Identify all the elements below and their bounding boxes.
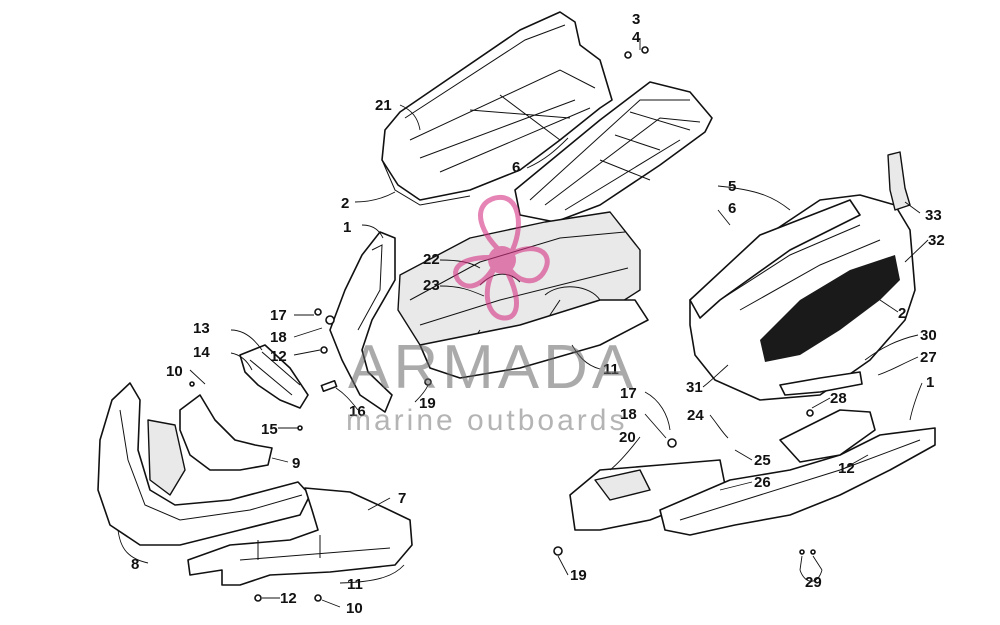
watermark-subtitle: marine outboards: [346, 404, 627, 437]
watermark-title: ARMADA: [348, 333, 637, 402]
part-hood-upper-left: [381, 11, 613, 206]
watermark: ARMADA marine outboards: [346, 194, 637, 437]
callout-14: 14: [193, 344, 210, 361]
callout-12-right: 12: [838, 460, 855, 477]
callout-2-right: 2: [898, 305, 906, 322]
part-pan-11-upper: [419, 299, 649, 379]
part-strip-31: [779, 371, 863, 396]
callout-8: 8: [131, 556, 139, 573]
callout-28: 28: [830, 390, 847, 407]
callout-10-lower: 10: [346, 600, 363, 617]
watermark-logo: [453, 194, 550, 321]
callout-27: 27: [920, 349, 937, 366]
callout-13: 13: [193, 320, 210, 337]
part-skid-plate-7: [187, 487, 413, 586]
callout-31: 31: [686, 379, 703, 396]
part-upright-1-left: [329, 231, 396, 413]
callout-32: 32: [928, 232, 945, 249]
callout-33: 33: [925, 207, 942, 224]
callout-6-upper: 6: [512, 159, 520, 176]
callout-labels: 1 1 2 2 3 4 5 6 6 7 8 9 10 10 11 11 12 1…: [131, 11, 945, 617]
callout-2-left: 2: [341, 195, 349, 212]
callout-20: 20: [619, 429, 636, 446]
callout-25: 25: [754, 452, 771, 469]
callout-4: 4: [632, 29, 641, 46]
callout-6-right: 6: [728, 200, 736, 217]
callout-10-upper: 10: [166, 363, 183, 380]
callout-5: 5: [728, 178, 736, 195]
callout-17-right: 17: [620, 385, 637, 402]
part-bracket-9: [179, 394, 273, 471]
leader-lines: [117, 38, 929, 608]
callout-18-left: 18: [270, 329, 287, 346]
callout-19-lower: 19: [570, 567, 587, 584]
callout-30: 30: [920, 327, 937, 344]
callout-23: 23: [423, 277, 440, 294]
callout-7: 7: [398, 490, 406, 507]
part-bracket-13: [239, 344, 309, 409]
callout-1-right: 1: [926, 374, 934, 391]
callout-26: 26: [754, 474, 771, 491]
part-handle-33: [887, 151, 911, 211]
callout-17-left: 17: [270, 307, 287, 324]
callout-1-left: 1: [343, 219, 351, 236]
part-bumper-8: [97, 382, 311, 546]
callout-12-left: 12: [270, 348, 287, 365]
part-grille-5: [514, 81, 713, 223]
callout-19-upper: 19: [419, 395, 436, 412]
callout-15: 15: [261, 421, 278, 438]
part-lower-right-body: [569, 427, 936, 536]
callout-29: 29: [805, 574, 822, 591]
callout-22: 22: [423, 251, 440, 268]
callout-24: 24: [687, 407, 704, 424]
part-hood-right: [689, 194, 916, 401]
callout-18-right: 18: [620, 406, 637, 423]
hardware: [189, 46, 816, 602]
callout-21: 21: [375, 97, 392, 114]
callout-11-lower: 11: [347, 576, 363, 593]
callout-11-upper: 11: [603, 361, 619, 378]
callout-16: 16: [349, 403, 366, 420]
callout-12-bottom: 12: [280, 590, 297, 607]
callout-3: 3: [632, 11, 640, 28]
part-plate-25: [779, 409, 876, 463]
callout-9: 9: [292, 455, 300, 472]
